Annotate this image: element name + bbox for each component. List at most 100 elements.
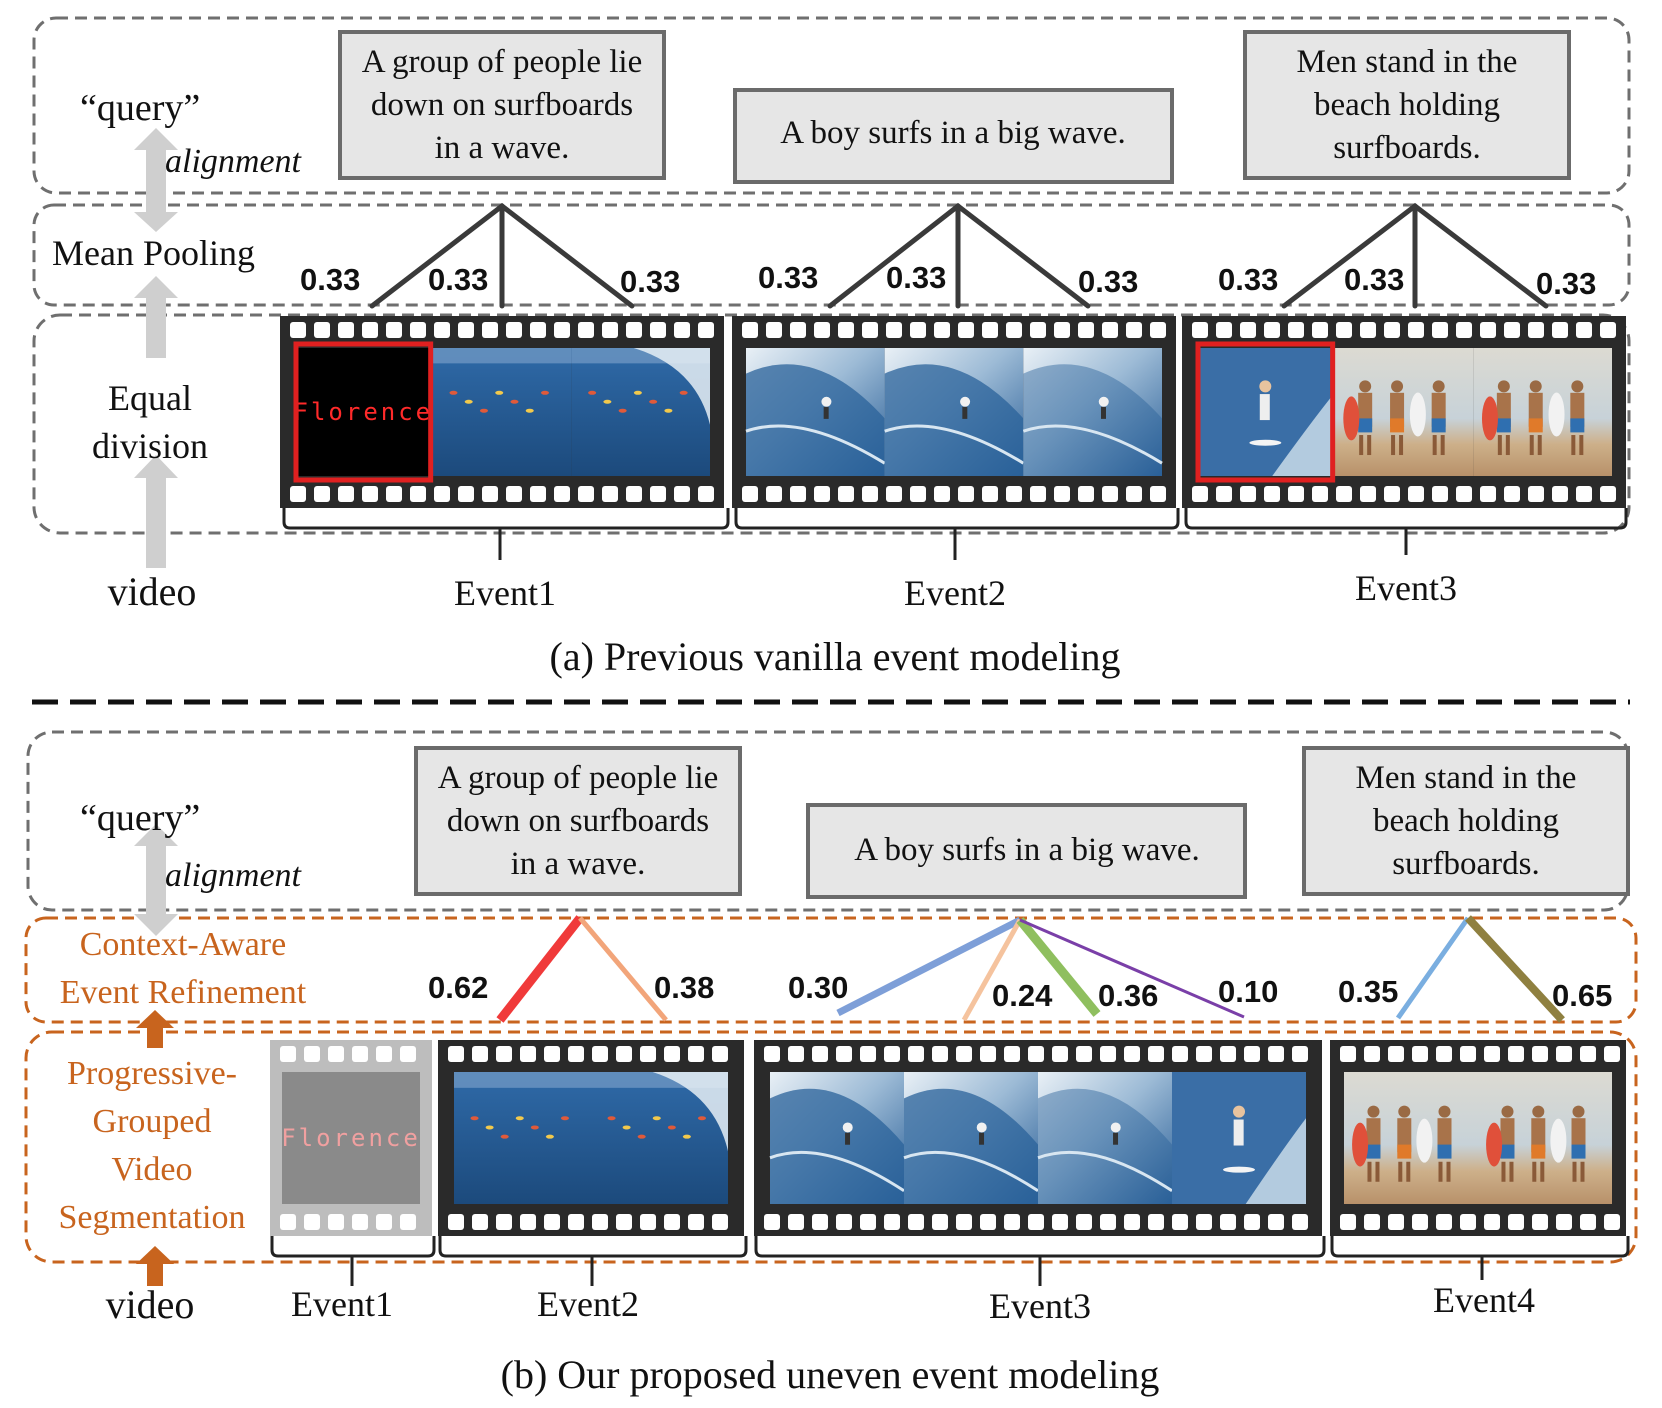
sprocket-hole (1460, 1046, 1476, 1062)
watermark-text: Florence (294, 398, 434, 426)
sprocket-hole (1480, 322, 1496, 338)
sprocket-hole (980, 1046, 996, 1062)
sprocket-hole (1052, 1214, 1068, 1230)
sprocket-hole (788, 1214, 804, 1230)
frame-wave (1038, 1072, 1172, 1204)
sprocket-hole (520, 1046, 536, 1062)
video-frame (745, 348, 886, 476)
sprocket-hole (616, 1214, 632, 1230)
sprocket-hole (328, 1046, 344, 1062)
sprocket-hole (764, 1046, 780, 1062)
query-text-b-1-line2: down on surfboards (447, 803, 709, 839)
sprocket-hole (934, 486, 950, 502)
sprocket-hole (1504, 486, 1520, 502)
weight-b-8: 0.65 (1552, 978, 1612, 1013)
sprocket-hole (884, 1214, 900, 1230)
sprocket-hole (836, 1046, 852, 1062)
sprocket-hole (664, 1214, 680, 1230)
query-text-a-1-line1: A group of people lie (362, 44, 642, 80)
weight-b-6: 0.10 (1218, 974, 1278, 1009)
segmentation-label-b-2: Grouped (93, 1103, 212, 1140)
video-frame (1037, 1072, 1173, 1204)
frame-blank (294, 348, 433, 476)
sprocket-hole (1220, 1214, 1236, 1230)
sprocket-hole (1556, 1046, 1572, 1062)
video-frame (1344, 1072, 1478, 1204)
weight-line-b-1 (496, 915, 584, 1023)
sprocket-hole (838, 322, 854, 338)
sprocket-hole (328, 1214, 344, 1230)
sprocket-hole (554, 322, 570, 338)
sprocket-hole (410, 322, 426, 338)
sprocket-hole (1456, 486, 1472, 502)
sprocket-hole (1216, 486, 1232, 502)
event-label-b-1: Event1 (291, 1284, 393, 1324)
sprocket-hole (1244, 1046, 1260, 1062)
caption-b: (b) Our proposed uneven event modeling (501, 1352, 1160, 1397)
sprocket-hole (578, 322, 594, 338)
sprocket-hole (1436, 1214, 1452, 1230)
weight-a-1-3: 0.33 (620, 264, 680, 299)
event-braces-a (282, 508, 1628, 560)
sprocket-hole (376, 1046, 392, 1062)
sprocket-hole (506, 486, 522, 502)
sprocket-hole (1340, 1214, 1356, 1230)
highlight-box (293, 341, 434, 483)
weight-a-3-2: 0.33 (1344, 262, 1404, 297)
segmentation-label-b-4: Segmentation (59, 1199, 246, 1236)
sprocket-hole (1030, 322, 1046, 338)
sprocket-hole (1384, 486, 1400, 502)
sprocket-hole (862, 322, 878, 338)
sprocket-hole (1148, 1214, 1164, 1230)
frame-wave (1023, 348, 1162, 476)
video-frame (432, 348, 572, 476)
sprocket-hole (304, 1046, 320, 1062)
sprocket-hole (1196, 1214, 1212, 1230)
sprocket-hole (1412, 1214, 1428, 1230)
sprocket-hole (338, 322, 354, 338)
sprocket-hole (1600, 486, 1616, 502)
query-box-a-2: A boy surfs in a big wave. (733, 88, 1174, 184)
weight-line-b-3 (836, 916, 1022, 1017)
weight-line-b-6 (1019, 918, 1245, 1019)
weight-b-5: 0.36 (1098, 978, 1158, 1013)
weight-a-3-1: 0.33 (1218, 262, 1278, 297)
sprocket-hole (1288, 322, 1304, 338)
sprocket-hole (1604, 1214, 1620, 1230)
sprocket-hole (1364, 1214, 1380, 1230)
sprocket-hole (386, 486, 402, 502)
sprocket-hole (1576, 322, 1592, 338)
sprocket-hole (1076, 1214, 1092, 1230)
sprocket-hole (1268, 1214, 1284, 1230)
sprocket-hole (1532, 1046, 1548, 1062)
segmentation-label-b-3: Video (111, 1151, 192, 1188)
sprocket-hole (836, 1214, 852, 1230)
weight-a-3-3: 0.33 (1536, 266, 1596, 301)
event-label-a-2: Event2 (904, 573, 1006, 613)
sprocket-hole (1408, 486, 1424, 502)
sprocket-hole (458, 322, 474, 338)
sprocket-hole (1124, 1214, 1140, 1230)
query-text-b-3-line2: beach holding (1373, 803, 1559, 839)
sprocket-hole (578, 486, 594, 502)
segmentation-label-b-1: Progressive- (67, 1055, 237, 1092)
sprocket-hole (400, 1046, 416, 1062)
sprocket-hole (554, 486, 570, 502)
sprocket-hole (626, 486, 642, 502)
sprocket-hole (1432, 486, 1448, 502)
query-text-a-3-line3: surfboards. (1333, 130, 1481, 166)
sprocket-hole (674, 322, 690, 338)
sprocket-hole (362, 322, 378, 338)
refinement-lines-b (496, 915, 1565, 1023)
sprocket-hole (712, 1046, 728, 1062)
weight-line-b-8 (1465, 915, 1565, 1023)
sprocket-hole (1436, 1046, 1452, 1062)
sprocket-hole (472, 1214, 488, 1230)
weight-a-1-2: 0.33 (428, 262, 488, 297)
sprocket-hole (1172, 1046, 1188, 1062)
video-frame (571, 348, 710, 476)
weight-line-b-2 (578, 916, 668, 1022)
query-box-b-3: Men stand in the beach holding surfboard… (1302, 746, 1630, 896)
sprocket-hole (812, 1046, 828, 1062)
sprocket-hole (1028, 1046, 1044, 1062)
